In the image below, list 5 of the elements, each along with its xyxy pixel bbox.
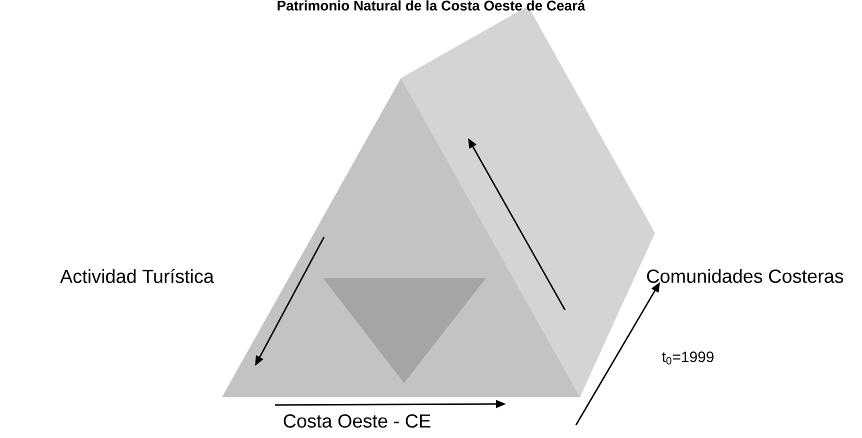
label: t$_{0}$=1999 [662, 352, 714, 364]
title: Patrimonio Natural de la Costa Oeste de Ceará [278, 0, 586, 11]
label: Costa Oeste - CE [284, 414, 430, 428]
label: Actividad Turística [60, 268, 214, 284]
label: Comunidades Costeras [647, 269, 844, 283]
